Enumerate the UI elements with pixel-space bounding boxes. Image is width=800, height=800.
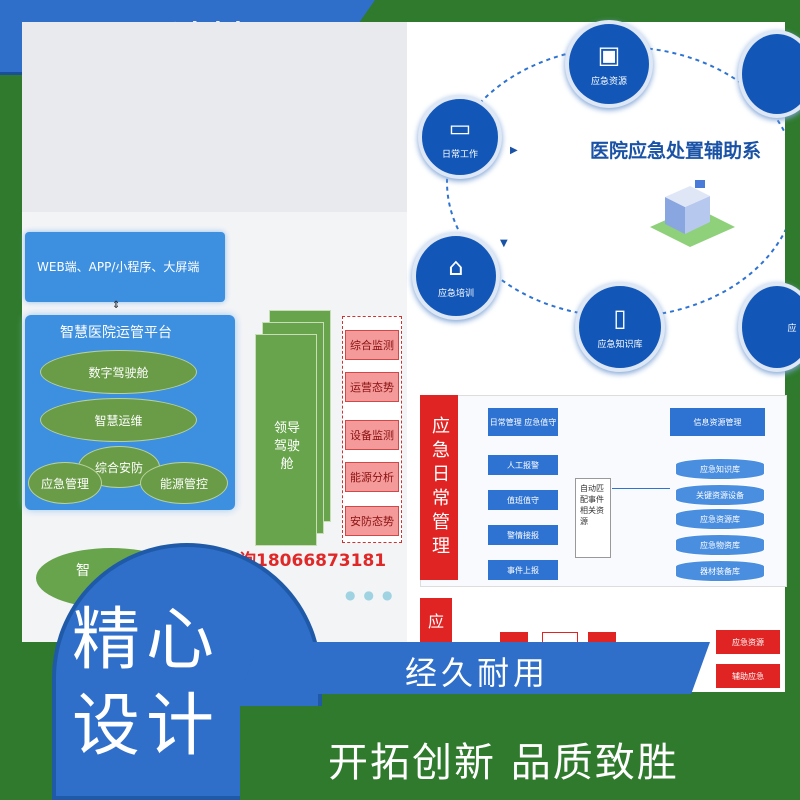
orbit-ring (446, 46, 785, 318)
client-label: WEB端、APP/小程序、大屏端 (37, 260, 200, 274)
flow-step-receive: 警情接报 (488, 525, 558, 545)
label-energy: 能源分析 (345, 462, 399, 492)
module-cockpit: 数字驾驶舱 (40, 350, 197, 394)
db-equipment: 器材装备库 (675, 560, 765, 582)
monitor-icon: ▭ (448, 113, 472, 142)
box-icon: ▣ (597, 40, 621, 69)
lower-flow-label: 应 (420, 598, 452, 642)
db-emergency: 应急资源库 (675, 508, 765, 530)
db-knowledge: 应急知识库 (675, 458, 765, 480)
label-security: 安防态势 (345, 506, 399, 536)
flow-label: 应急日常管理 (420, 395, 458, 580)
slogan-bar-text: 经久耐用 (405, 654, 550, 692)
module-emergency: 应急管理 (28, 462, 102, 504)
side-button-assist: 辅助应急 (716, 664, 780, 688)
slogan-card-text: 精心设计 (72, 601, 221, 766)
auto-match-box: 自动匹配事件相关资源 (575, 478, 611, 558)
flow-step-report: 事件上报 (488, 560, 558, 580)
db-supplies: 应急物资库 (675, 534, 765, 556)
graduation-cap-icon: ⌂ (448, 252, 464, 281)
leader-cockpit-label: 领导驾驶舱 (273, 421, 300, 472)
circle-resources: ▣应急资源 (565, 20, 653, 108)
dots-decoration: ●●● (345, 588, 401, 602)
circle-right-partial (738, 30, 800, 118)
leader-cockpit-stack (255, 310, 335, 546)
slogan-bar: 经久耐用 (240, 642, 710, 694)
slogan-bottom-bar: 开拓创新 品质致胜 (240, 706, 800, 800)
circle-knowledge: ▯应急知识库 (575, 282, 665, 372)
resource-header: 信息资源管理 (670, 408, 765, 436)
circle-training: ⌂应急培训 (412, 232, 500, 320)
red-box-2 (588, 632, 616, 644)
arrow-right-icon: ▶ (510, 145, 518, 156)
book-icon: ▯ (613, 303, 627, 332)
circle-daily: ▭日常工作 (418, 95, 502, 179)
slogan-bottom-text: 开拓创新 品质致胜 (328, 740, 679, 786)
right-title: 医院应急处置辅助系 (590, 140, 762, 162)
orbit-svg (446, 46, 785, 318)
label-device: 设备监测 (345, 420, 399, 450)
db-key-equipment: 关键资源设备 (675, 484, 765, 506)
double-arrow-icon: ⇕ (112, 300, 121, 311)
module-ops: 智慧运维 (40, 398, 197, 442)
platform-title: 智慧医院运管平台 (60, 325, 172, 341)
label-comprehensive: 综合监测 (345, 330, 399, 360)
flow-header: 日常管理 应急值守 (488, 408, 558, 436)
client-box: WEB端、APP/小程序、大屏端 (25, 232, 225, 302)
arrow-down-icon: ▼ (500, 238, 508, 249)
circle-right-lower-partial: 应 (738, 282, 800, 372)
hospital-illustration (640, 172, 740, 252)
red-box (500, 632, 528, 644)
label-operations: 运营态势 (345, 372, 399, 402)
flow-step-duty: 值班值守 (488, 490, 558, 510)
left-blank-area (22, 22, 407, 212)
module-energy: 能源管控 (140, 462, 228, 504)
flow-step-alarm: 人工报警 (488, 455, 558, 475)
side-button-resources: 应急资源 (716, 630, 780, 654)
connector-line (612, 488, 670, 489)
